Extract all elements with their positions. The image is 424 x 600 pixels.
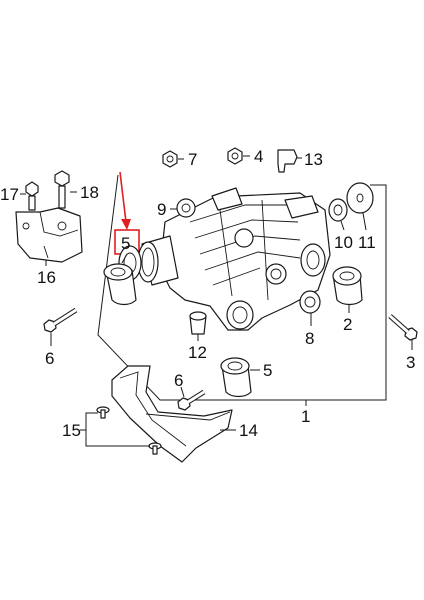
sensor-13 <box>277 149 298 173</box>
shield-14 <box>111 365 233 463</box>
leader-6b <box>180 386 185 398</box>
bolt-3 <box>388 314 418 341</box>
highlight-arrow-head <box>121 219 131 230</box>
plug-12 <box>189 311 207 335</box>
callout-6-left: 6 <box>45 349 54 368</box>
differential-housing <box>118 187 331 331</box>
leader-10 <box>340 220 345 231</box>
callout-17: 17 <box>0 185 19 204</box>
nut-7 <box>162 150 178 168</box>
seal-8 <box>299 290 321 314</box>
callout-7: 7 <box>188 150 197 169</box>
bushing-5-lower <box>220 357 252 398</box>
bracket-16 <box>15 207 83 263</box>
callout-12: 12 <box>188 343 207 362</box>
fasteners-15 <box>96 406 162 455</box>
nut-4 <box>227 147 243 165</box>
leader-11 <box>362 212 367 231</box>
assembly-frame <box>97 174 387 401</box>
callout-14: 14 <box>239 421 258 440</box>
bolt-6-lower <box>177 389 206 411</box>
callout-15: 15 <box>62 421 81 440</box>
callout-4: 4 <box>254 147 263 166</box>
callout-11: 11 <box>358 233 376 252</box>
bolt-17 <box>25 181 39 211</box>
callout-2: 2 <box>343 315 352 334</box>
bushing-2 <box>332 266 363 306</box>
bushing-5-left <box>103 263 137 306</box>
seal-10 <box>328 198 348 222</box>
bolt-18 <box>54 170 70 209</box>
callout-6-lower: 6 <box>174 371 183 390</box>
bolt-6-left <box>43 307 78 333</box>
callout-13: 13 <box>304 150 323 169</box>
callout-8: 8 <box>305 329 314 348</box>
leader-5a <box>121 253 128 264</box>
callout-5-highlighted: 5 <box>121 234 130 253</box>
washer-11 <box>346 182 374 214</box>
callout-3: 3 <box>406 353 415 372</box>
callout-9: 9 <box>157 200 166 219</box>
highlight-arrow-line <box>119 171 127 223</box>
callout-18: 18 <box>80 183 99 202</box>
callout-10: 10 <box>334 233 353 252</box>
seal-9 <box>176 198 196 218</box>
callout-5-lower: 5 <box>263 361 272 380</box>
callout-1: 1 <box>301 407 310 426</box>
callout-16: 16 <box>37 268 56 287</box>
